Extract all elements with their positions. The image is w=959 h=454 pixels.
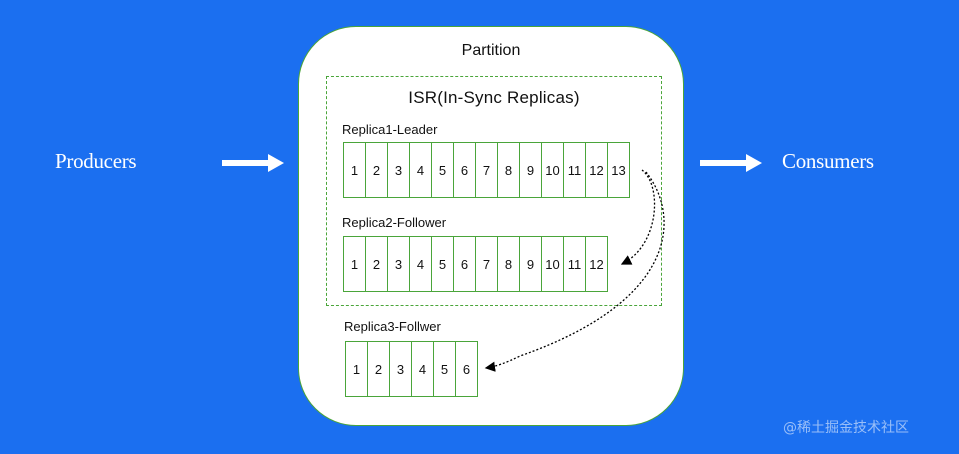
replica2-label: Replica2-Follower [342, 215, 447, 230]
log-offset-cell: 8 [497, 142, 520, 198]
log-offset-cell: 6 [453, 236, 476, 292]
replica3-label: Replica3-Follwer [344, 319, 441, 334]
log-offset-cell: 6 [455, 341, 478, 397]
log-offset-cell: 6 [453, 142, 476, 198]
log-offset-cell: 3 [387, 236, 410, 292]
log-offset-cell: 9 [519, 236, 542, 292]
log-offset-cell: 4 [409, 236, 432, 292]
log-offset-cell: 5 [433, 341, 456, 397]
log-offset-cell: 12 [585, 236, 608, 292]
log-offset-cell: 10 [541, 142, 564, 198]
log-offset-cell: 2 [365, 236, 388, 292]
log-offset-cell: 13 [607, 142, 630, 198]
log-offset-cell: 3 [387, 142, 410, 198]
log-offset-cell: 1 [345, 341, 368, 397]
log-offset-cell: 4 [409, 142, 432, 198]
producers-label: Producers [55, 149, 137, 173]
log-offset-cell: 12 [585, 142, 608, 198]
log-offset-cell: 2 [365, 142, 388, 198]
log-offset-cell: 2 [367, 341, 390, 397]
partition-title: Partition [461, 42, 521, 59]
log-offset-cell: 1 [343, 236, 366, 292]
log-offset-cell: 7 [475, 236, 498, 292]
consumers-label: Consumers [782, 149, 874, 173]
watermark: @稀土掘金技术社区 [783, 420, 909, 436]
log-offset-cell: 1 [343, 142, 366, 198]
log-offset-cell: 5 [431, 142, 454, 198]
log-offset-cell: 11 [563, 142, 586, 198]
isr-title: ISR(In-Sync Replicas) [408, 88, 580, 107]
consumers-arrow-icon [700, 154, 762, 172]
log-offset-cell: 7 [475, 142, 498, 198]
log-offset-cell: 3 [389, 341, 412, 397]
log-offset-cell: 5 [431, 236, 454, 292]
log-offset-cell: 11 [563, 236, 586, 292]
producers-arrow-icon [222, 154, 284, 172]
replica1-label: Replica1-Leader [342, 122, 438, 137]
log-offset-cell: 10 [541, 236, 564, 292]
log-offset-cell: 4 [411, 341, 434, 397]
log-offset-cell: 9 [519, 142, 542, 198]
log-offset-cell: 8 [497, 236, 520, 292]
